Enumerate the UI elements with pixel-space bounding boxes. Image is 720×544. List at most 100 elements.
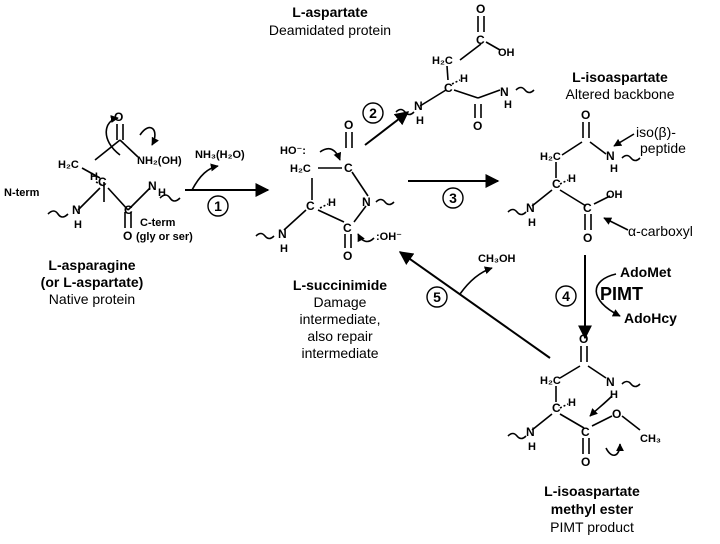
asparagine-c-term-line1: C-term — [140, 217, 176, 229]
step-4-enzyme: PIMT — [600, 284, 643, 304]
aspartate-atom-nh: N — [414, 99, 423, 113]
methyl-ester-atom-nh-h: H — [528, 441, 536, 453]
methyl-ester-atom-c: C — [552, 401, 561, 415]
isoaspartate-atom-nh-h: H — [528, 217, 536, 229]
succinimide-atom-c1: C — [344, 161, 353, 175]
methyl-ester-atom-ch3: CH₃ — [640, 433, 661, 445]
methyl-ester-atom-h-amide: H — [610, 389, 618, 401]
asparagine-atom-o-bottom: O — [123, 229, 132, 243]
aspartate-name: L-aspartate — [292, 4, 368, 20]
step-5-reagent: CH₃OH — [478, 253, 516, 265]
step-4-arrow: 4 AdoMet PIMT AdoHcy — [555, 255, 677, 340]
methyl-ester-atom-o-ester: O — [612, 407, 621, 421]
isoaspartate-name: L-isoaspartate — [572, 69, 668, 85]
methyl-ester-atom-c-ester: C — [581, 425, 590, 439]
asparagine-name-line2: (or L-aspartate) — [41, 274, 144, 290]
step-2-circle — [362, 102, 384, 124]
methyl-ester-name-line2: methyl ester — [551, 501, 634, 517]
aspartate-structure: O OH C H₂C C H N H N H O — [395, 2, 535, 133]
isoaspartate-label-iso-line2: peptide — [640, 140, 686, 156]
methyl-ester-atom-n-amide: N — [606, 375, 615, 389]
succinimide-atom-oh: :OH⁻ — [376, 231, 402, 243]
succinimide-atom-n-ring: N — [362, 195, 371, 209]
asparagine-c-term-line2: (gly or ser) — [136, 231, 193, 243]
isoaspartate-atom-o-top: O — [581, 108, 590, 122]
aspartate-atom-c: C — [444, 81, 453, 95]
aspartate-atom-o-bottom: O — [473, 119, 482, 133]
succinimide-caption-line2: intermediate, — [300, 311, 381, 327]
isoaspartate-structure: O H₂C C H N H C OH O N H iso(β)- peptide… — [507, 108, 693, 245]
succinimide-atom-h2c: H₂C — [290, 163, 311, 175]
aspartate-atom-oh: OH — [498, 47, 515, 59]
aspartate-atom-h2c: H₂C — [432, 55, 453, 67]
asparagine-atom-n-amide: N — [72, 203, 81, 217]
asparagine-atom-nh2: NH₂(OH) — [137, 155, 182, 167]
asparagine-atom-h2c: H₂C — [58, 159, 79, 171]
aspartate-caption: Deamidated protein — [269, 22, 391, 38]
aspartate-atom-n-amide: N — [500, 85, 509, 99]
step-4-number: 4 — [562, 288, 570, 304]
succinimide-atom-c3: C — [343, 221, 352, 235]
step-1-number: 1 — [214, 198, 222, 214]
methyl-ester-atom-h: H — [568, 397, 576, 409]
methyl-ester-atom-o-bottom: O — [581, 455, 590, 469]
asparagine-atom-h-amide: H — [74, 219, 82, 231]
isoaspartate-atom-c: C — [552, 177, 561, 191]
step-4-reagent-out: AdoHcy — [624, 310, 677, 326]
asparagine-atom-nh: N — [148, 179, 157, 193]
methyl-ester-atom-o-top: O — [579, 332, 588, 346]
isoaspartate-label-iso-line1: iso(β)- — [636, 124, 676, 140]
succinimide-atom-nh: N — [278, 227, 287, 241]
asparagine-name-line1: L-asparagine — [48, 257, 135, 273]
step-2-arrow: 2 — [362, 102, 410, 146]
step-5-arrow: CH₃OH 5 — [398, 251, 551, 359]
step-3-number: 3 — [449, 190, 457, 206]
succinimide-name: L-succinimide — [293, 277, 387, 293]
asparagine-atom-o-top: O — [114, 110, 123, 124]
succinimide-caption-line1: Damage — [314, 294, 367, 310]
step-5-number: 5 — [433, 289, 441, 305]
methyl-ester-name-line1: L-isoaspartate — [544, 483, 640, 499]
succinimide-structure: HO⁻: O C H₂C C H N N H C O :OH⁻ — [255, 118, 402, 263]
asparagine-n-term: N-term — [4, 187, 40, 199]
succinimide-atom-o-bottom: O — [343, 249, 352, 263]
step-1-reagent: NH₃(H₂O) — [195, 149, 245, 161]
succinimide-atom-ho: HO⁻: — [280, 145, 306, 157]
asparagine-atom-nh-h: H — [158, 187, 166, 199]
isoaspartate-atom-n-amide: N — [606, 149, 615, 163]
isoaspartate-atom-nh: N — [526, 201, 535, 215]
aspartate-atom-h: H — [460, 73, 468, 85]
aspartate-atom-nh-h: H — [416, 115, 424, 127]
methyl-ester-atom-h2c: H₂C — [540, 375, 561, 387]
methyl-ester-structure: O H₂C C H N H C O CH₃ O N H — [507, 332, 661, 469]
succinimide-caption-line3: also repair — [307, 328, 373, 344]
methyl-ester-caption: PIMT product — [550, 519, 634, 535]
asparagine-structure: O NH₂(OH) H₂C C H N H N H C O N-term C-t… — [4, 110, 193, 243]
isoaspartate-caption: Altered backbone — [566, 86, 675, 102]
succinimide-atom-nh-h: H — [280, 243, 288, 255]
succinimide-atom-c2: C — [306, 199, 315, 213]
step-2-number: 2 — [369, 105, 377, 121]
methyl-ester-atom-nh: N — [526, 425, 535, 439]
aspartate-atom-o-top: O — [476, 2, 485, 16]
aspartate-atom-h-amide: H — [504, 99, 512, 111]
step-1-circle — [207, 195, 229, 217]
step-3-circle — [442, 187, 464, 209]
succinimide-atom-h: H — [328, 197, 336, 209]
asparagine-atom-c-alpha: C — [98, 175, 107, 189]
isoaspartate-atom-oh: OH — [606, 189, 623, 201]
isoaspartate-atom-h2c: H₂C — [540, 151, 561, 163]
succinimide-atom-o-top: O — [344, 118, 353, 132]
aspartate-atom-c-carbonyl: C — [476, 33, 485, 47]
step-4-circle — [555, 285, 577, 307]
isoaspartate-atom-h-amide: H — [610, 163, 618, 175]
succinimide-caption-line4: intermediate — [301, 345, 378, 361]
asparagine-caption: Native protein — [49, 291, 135, 307]
asparagine-atom-h: H — [90, 171, 98, 183]
step-1-arrow: NH₃(H₂O) 1 — [185, 149, 270, 217]
step-3-arrow: 3 — [408, 174, 500, 209]
isoaspartate-atom-c-carboxyl: C — [583, 201, 592, 215]
isoaspartate-atom-o-bottom: O — [583, 231, 592, 245]
asparagine-atom-c-carbonyl: C — [124, 203, 133, 217]
